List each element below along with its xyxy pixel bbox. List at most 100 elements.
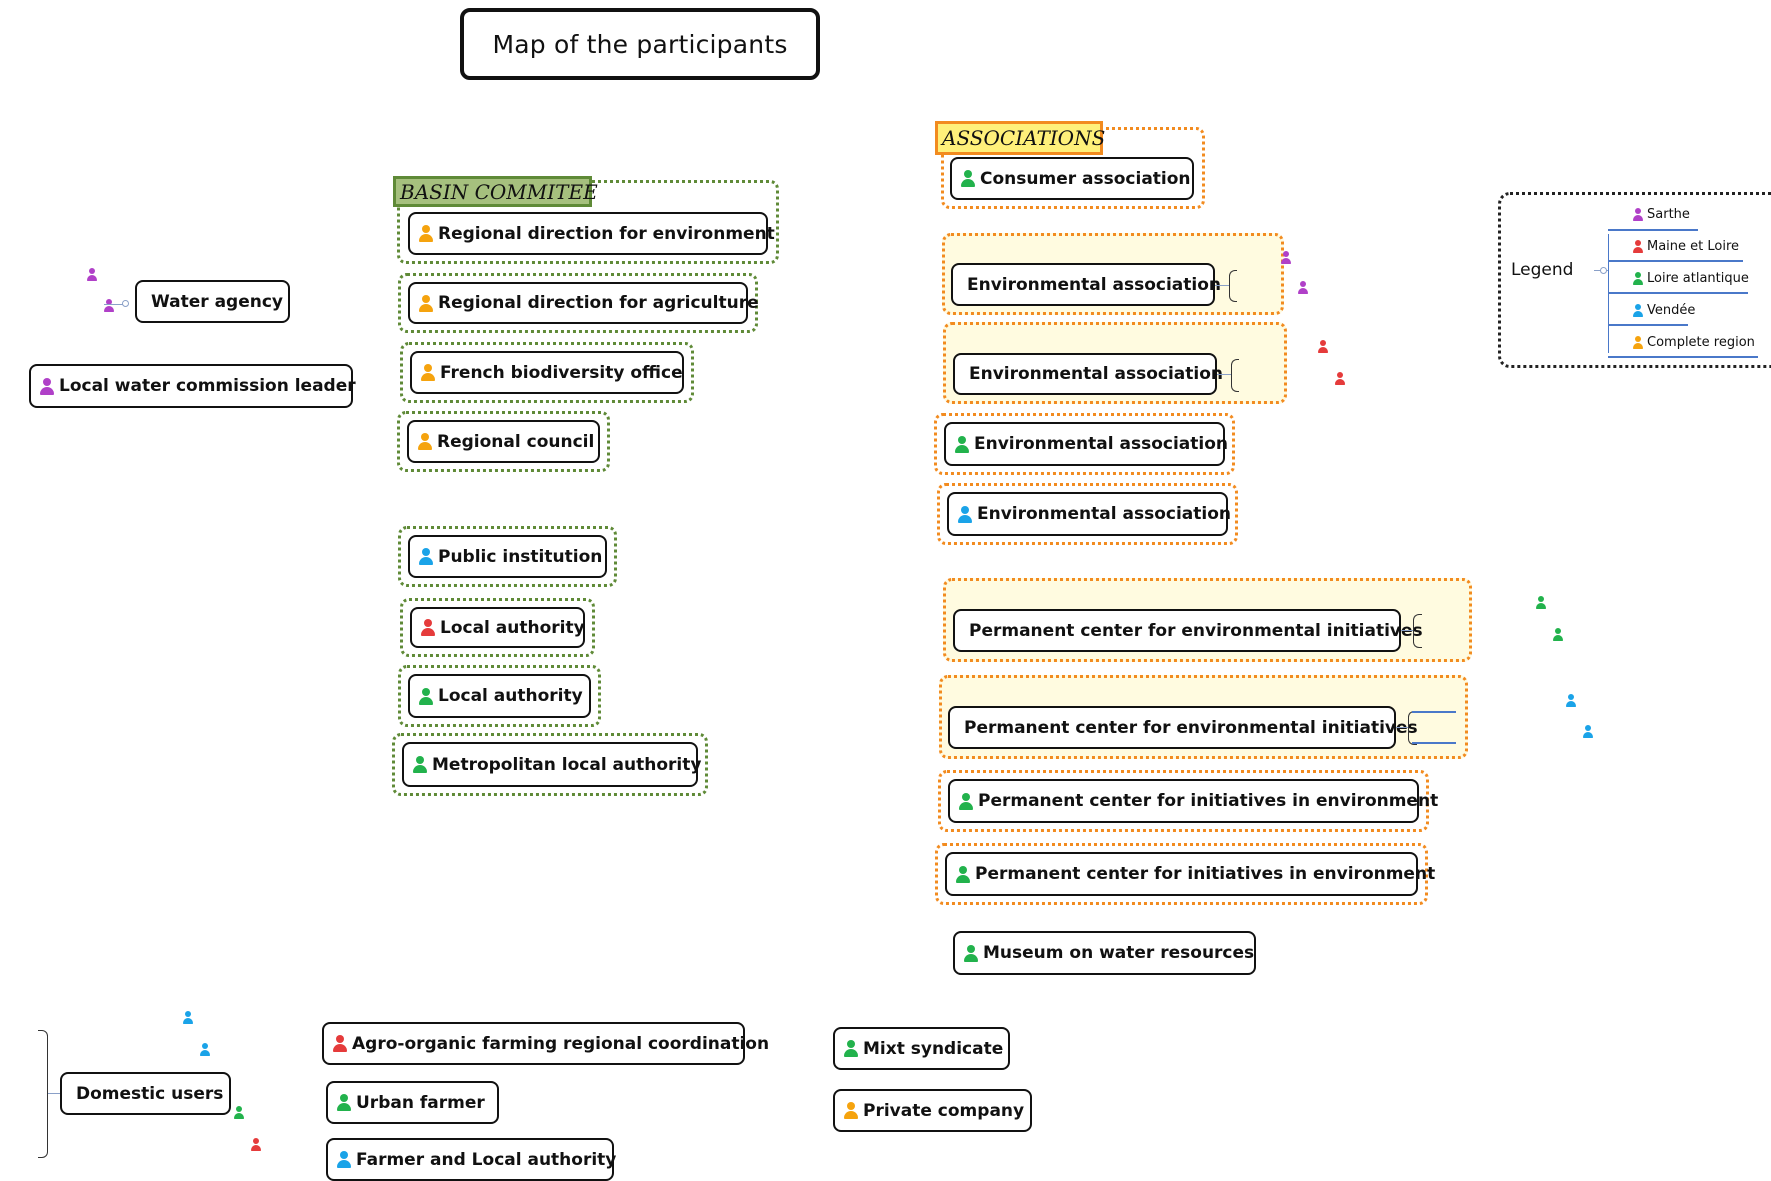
maine-et-loire-person-icon — [332, 1035, 348, 1052]
node-environmental-association-vendee[interactable]: Environmental association — [947, 492, 1231, 536]
node-water-agency[interactable]: Water agency — [135, 280, 290, 323]
category-associations: ASSOCIATIONS — [935, 121, 1105, 155]
vendee-person-icon — [957, 505, 973, 523]
node-label: Museum on water resources — [983, 943, 1255, 963]
connector — [1215, 285, 1229, 286]
vendee-person-icon — [199, 1043, 211, 1056]
group-brace — [1408, 711, 1417, 745]
sarthe-person-icon — [39, 377, 55, 395]
legend-item-complete-region: Complete region — [1632, 335, 1755, 350]
node-permanent-center-environmental-initiatives-vendee[interactable]: Permanent center for environmental initi… — [948, 706, 1418, 749]
node-local-water-commission-leader[interactable]: Local water commission leader — [29, 364, 356, 408]
node-french-biodiversity-office[interactable]: French biodiversity office — [410, 351, 684, 394]
node-environmental-association-loire-atlantique[interactable]: Environmental association — [944, 422, 1228, 466]
node-label: Regional council — [437, 431, 595, 452]
node-environmental-association-maine-et-loire[interactable]: Environmental association — [953, 353, 1223, 395]
node-label: Consumer association — [980, 168, 1191, 189]
node-environmental-association-sarthe[interactable]: Environmental association — [951, 263, 1221, 306]
node-label: Mixt syndicate — [863, 1038, 1004, 1059]
legend-label: Loire atlantique — [1647, 271, 1749, 286]
legend-item-vendee: Vendée — [1632, 303, 1695, 318]
vendee-person-icon — [1565, 694, 1577, 707]
loire-atlantique-person-icon — [336, 1094, 352, 1111]
node-label: Metropolitan local authority — [432, 754, 702, 775]
sarthe-person-icon — [103, 299, 115, 312]
node-label: Permanent center for initiatives in envi… — [975, 864, 1436, 884]
sarthe-person-icon — [86, 268, 98, 281]
maine-et-loire-person-icon — [1334, 372, 1346, 385]
node-label: Farmer and Local authority — [356, 1149, 617, 1170]
node-farmer-and-local-authority[interactable]: Farmer and Local authority — [326, 1138, 617, 1181]
loire-atlantique-person-icon — [1535, 596, 1547, 609]
node-museum-on-water-resources[interactable]: Museum on water resources — [953, 931, 1256, 975]
node-label: Local authority — [438, 686, 583, 706]
node-permanent-center-initiatives-environment-1[interactable]: Permanent center for initiatives in envi… — [948, 779, 1438, 823]
maine-et-loire-person-icon — [420, 619, 436, 636]
loire-atlantique-person-icon — [418, 687, 434, 705]
legend-label: Complete region — [1647, 335, 1755, 350]
maine-et-loire-person-icon — [250, 1138, 262, 1151]
vendee-person-icon — [336, 1151, 352, 1168]
vendee-person-icon — [1632, 304, 1644, 317]
node-label: Local water commission leader — [59, 376, 356, 396]
node-label: Environmental association — [974, 434, 1228, 454]
node-permanent-center-initiatives-environment-2[interactable]: Permanent center for initiatives in envi… — [945, 852, 1435, 896]
complete-region-person-icon — [1632, 336, 1644, 349]
legend-underline — [1608, 260, 1743, 262]
node-metropolitan-local-authority[interactable]: Metropolitan local authority — [402, 742, 702, 787]
node-urban-farmer[interactable]: Urban farmer — [326, 1081, 499, 1124]
connector-dot — [122, 300, 129, 307]
node-permanent-center-environmental-initiatives-loire-atlantique[interactable]: Permanent center for environmental initi… — [953, 609, 1423, 652]
group-brace — [1229, 270, 1237, 302]
group-brace — [1413, 614, 1422, 648]
node-mixt-syndicate[interactable]: Mixt syndicate — [833, 1027, 1010, 1070]
node-consumer-association[interactable]: Consumer association — [950, 157, 1194, 200]
group-box — [397, 411, 610, 472]
legend-item-maine-et-loire: Maine et Loire — [1632, 239, 1739, 254]
complete-region-person-icon — [418, 225, 434, 242]
category-basin-commitee: BASIN COMMITEE — [393, 176, 598, 207]
sarthe-person-icon — [1280, 251, 1292, 264]
node-private-company[interactable]: Private company — [833, 1089, 1032, 1132]
node-label: Private company — [863, 1100, 1025, 1121]
legend-label: Sarthe — [1647, 207, 1690, 222]
group-brace — [1231, 359, 1239, 392]
node-agro-organic-farming[interactable]: Agro-organic farming regional coordinati… — [322, 1022, 769, 1065]
legend-item-loire-atlantique: Loire atlantique — [1632, 271, 1749, 286]
group-box — [398, 526, 617, 587]
connector — [1396, 727, 1408, 728]
node-local-authority-maine-et-loire[interactable]: Local authority — [410, 607, 585, 648]
loire-atlantique-person-icon — [960, 170, 976, 187]
loire-atlantique-person-icon — [958, 792, 974, 810]
node-label: Regional direction for environment — [438, 223, 775, 244]
node-regional-direction-environment[interactable]: Regional direction for environment — [408, 212, 775, 255]
loire-atlantique-person-icon — [233, 1106, 245, 1119]
connector — [1401, 630, 1413, 631]
vendee-person-icon — [418, 548, 434, 565]
legend-underline — [1608, 292, 1748, 294]
loire-atlantique-person-icon — [1632, 272, 1644, 285]
node-label: Environmental association — [977, 504, 1231, 524]
legend-underline — [1608, 324, 1688, 326]
node-regional-council[interactable]: Regional council — [407, 420, 600, 463]
node-label: Public institution — [438, 546, 603, 567]
vendee-person-icon — [1582, 725, 1594, 738]
group-box — [392, 733, 708, 796]
node-label: Permanent center for initiatives in envi… — [978, 791, 1439, 811]
vendee-person-icon — [182, 1011, 194, 1024]
loire-atlantique-person-icon — [843, 1040, 859, 1057]
node-label: Environmental association — [967, 274, 1221, 295]
loire-atlantique-person-icon — [963, 944, 979, 962]
maine-et-loire-person-icon — [1632, 240, 1644, 253]
legend-underline — [1608, 229, 1698, 231]
node-regional-direction-agriculture[interactable]: Regional direction for agriculture — [408, 282, 759, 324]
node-label: Permanent center for environmental initi… — [964, 717, 1418, 738]
node-domestic-users[interactable]: Domestic users — [60, 1072, 231, 1115]
node-public-institution[interactable]: Public institution — [408, 535, 607, 578]
node-label: Urban farmer — [356, 1092, 485, 1113]
connector — [1217, 374, 1231, 375]
loire-atlantique-person-icon — [954, 435, 970, 453]
node-label: French biodiversity office — [440, 362, 683, 383]
complete-region-person-icon — [417, 433, 433, 450]
node-local-authority-loire-atlantique[interactable]: Local authority — [408, 674, 591, 718]
